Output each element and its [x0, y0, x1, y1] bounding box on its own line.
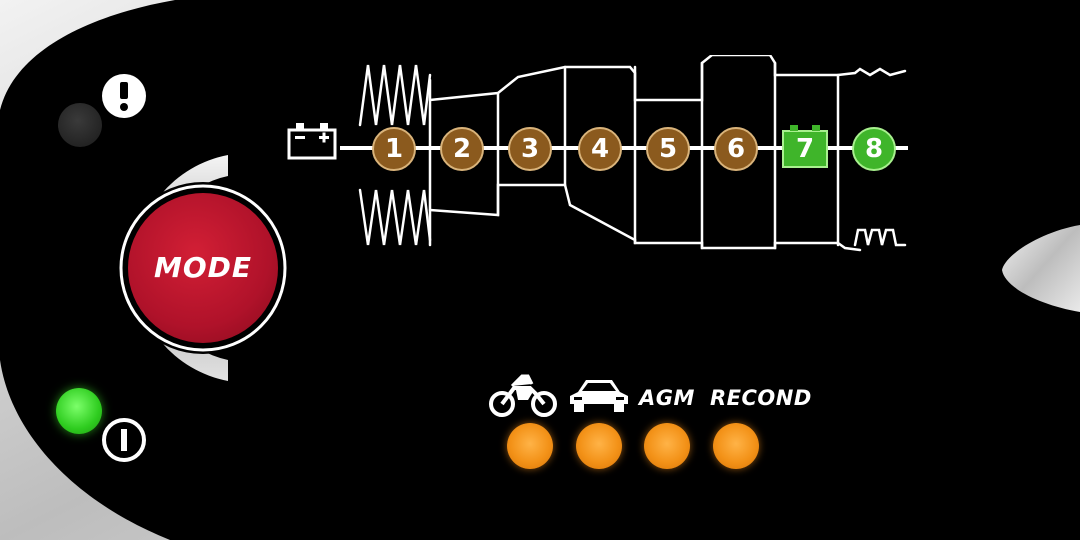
- step-3-label: 3: [520, 134, 540, 164]
- recond-mode-led: [713, 423, 759, 469]
- motorcycle-mode-led: [507, 423, 553, 469]
- step-1-indicator: 1: [372, 127, 416, 171]
- step-2-label: 2: [452, 134, 472, 164]
- step-5-label: 5: [658, 134, 678, 164]
- step-1-label: 1: [384, 134, 404, 164]
- step-8-label: 8: [864, 134, 884, 164]
- power-circle-icon: [102, 418, 146, 462]
- step-7-label: 7: [795, 134, 815, 164]
- mode-button[interactable]: MODE: [128, 193, 278, 343]
- agm-label: AGM: [639, 386, 695, 410]
- exclamation-circle-icon: [102, 74, 146, 118]
- step-3-indicator: 3: [508, 127, 552, 171]
- battery-icon: [287, 123, 337, 160]
- step-6-label: 6: [726, 134, 746, 164]
- step-6-indicator: 6: [714, 127, 758, 171]
- step-4-label: 4: [590, 134, 610, 164]
- recond-label: RECOND: [710, 386, 812, 410]
- step-8-indicator: 8: [852, 127, 896, 171]
- car-mode-led: [576, 423, 622, 469]
- step-2-indicator: 2: [440, 127, 484, 171]
- error-led: [58, 103, 102, 147]
- step-4-indicator: 4: [578, 127, 622, 171]
- car-icon: [570, 380, 628, 412]
- motorcycle-icon: [489, 374, 557, 417]
- agm-mode-led: [644, 423, 690, 469]
- mode-button-label: MODE: [153, 251, 253, 284]
- power-led: [56, 388, 102, 434]
- step-7-indicator: 7: [782, 125, 828, 168]
- step-5-indicator: 5: [646, 127, 690, 171]
